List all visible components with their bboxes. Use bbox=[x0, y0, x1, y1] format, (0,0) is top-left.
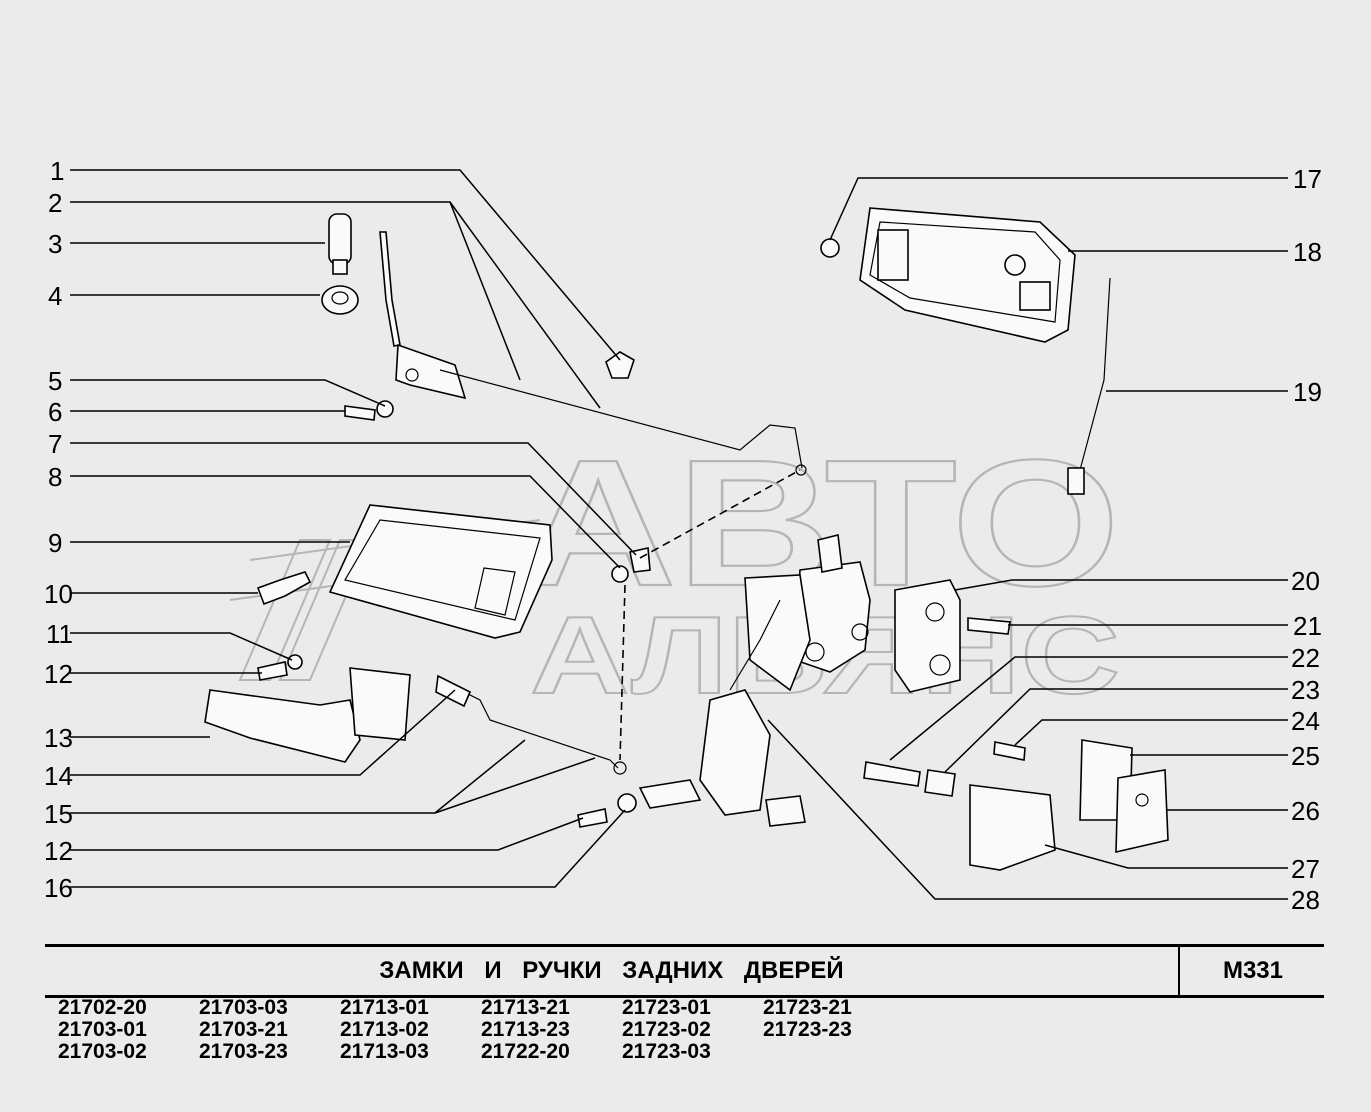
callout-7: 7 bbox=[48, 429, 62, 459]
part-washer-2 bbox=[287, 654, 303, 670]
part-lock-actuator bbox=[638, 599, 806, 827]
callout-11: 11 bbox=[46, 619, 73, 649]
part-rod-end bbox=[795, 464, 807, 476]
callout-5: 5 bbox=[48, 366, 62, 396]
part-bushing bbox=[924, 769, 956, 797]
title-block: ЗАМКИ И РУЧКИ ЗАДНИХ ДВЕРЕЙ М331 bbox=[45, 944, 1324, 998]
part-door-lock bbox=[744, 534, 871, 692]
part-inner-handle-housing bbox=[328, 504, 553, 639]
part-screw-3 bbox=[577, 808, 608, 828]
part-striker-screw bbox=[967, 617, 1011, 635]
callout-3: 3 bbox=[48, 229, 62, 259]
model-code: 21713-23 bbox=[481, 1018, 570, 1041]
part-bolt bbox=[256, 571, 312, 606]
part-striker-pin bbox=[863, 761, 921, 787]
part-screw-4 bbox=[993, 741, 1026, 761]
callout-17: 17 bbox=[1293, 164, 1322, 194]
part-rod-clip bbox=[605, 351, 635, 379]
part-screw-2 bbox=[257, 661, 288, 681]
model-code: 21722-20 bbox=[481, 1040, 570, 1063]
callout-8: 8 bbox=[48, 462, 62, 492]
assembly-line-2 bbox=[619, 584, 626, 761]
part-outer-rod bbox=[1079, 277, 1111, 471]
model-code: 21723-23 bbox=[763, 1018, 852, 1041]
callout-9: 9 bbox=[48, 528, 62, 558]
callout-12: 12 bbox=[44, 659, 73, 689]
model-code: 21703-03 bbox=[199, 996, 288, 1019]
callout-15: 15 bbox=[44, 799, 73, 829]
part-lock-striker bbox=[894, 579, 961, 693]
callout-22: 22 bbox=[1291, 643, 1320, 673]
leader-lines bbox=[70, 169, 1288, 900]
model-code: 21713-03 bbox=[340, 1040, 429, 1063]
model-code: 21713-01 bbox=[340, 996, 429, 1019]
callout-21: 21 bbox=[1293, 611, 1322, 641]
model-list: 21702-20 21703-03 21713-01 21713-21 2172… bbox=[58, 996, 918, 1063]
callout-1: 1 bbox=[50, 156, 64, 186]
part-short-rod-end bbox=[613, 761, 627, 775]
part-plate-hole bbox=[1135, 793, 1149, 807]
callouts-left: 1 2 3 4 5 6 7 8 9 10 11 12 13 14 15 12 1… bbox=[44, 156, 73, 903]
model-code: 21702-20 bbox=[58, 996, 147, 1019]
part-lock-knob bbox=[328, 213, 352, 275]
part-inner-door-handle bbox=[204, 667, 411, 763]
callout-6: 6 bbox=[48, 397, 62, 427]
callout-14: 14 bbox=[44, 761, 73, 791]
callout-12-lower: 12 bbox=[44, 836, 73, 866]
model-code: 21723-03 bbox=[622, 1040, 711, 1063]
part-lock-rod-bracket bbox=[379, 231, 467, 400]
part-adjust-plate-2 bbox=[1115, 769, 1169, 854]
part-outer-door-handle bbox=[820, 207, 1076, 343]
callout-24: 24 bbox=[1291, 706, 1320, 736]
part-screw bbox=[344, 405, 376, 421]
model-code: 21723-21 bbox=[763, 996, 852, 1019]
callout-16: 16 bbox=[44, 873, 73, 903]
part-striker-bracket bbox=[969, 784, 1056, 871]
callout-13: 13 bbox=[44, 723, 73, 753]
callout-19: 19 bbox=[1293, 377, 1322, 407]
callout-27: 27 bbox=[1291, 854, 1320, 884]
callout-10: 10 bbox=[44, 579, 73, 609]
model-code: 21703-21 bbox=[199, 1018, 288, 1041]
model-code: 21703-01 bbox=[58, 1018, 147, 1041]
callout-26: 26 bbox=[1291, 796, 1320, 826]
part-outer-rod-clip bbox=[1067, 467, 1085, 495]
callout-20: 20 bbox=[1291, 566, 1320, 596]
model-code: 21713-02 bbox=[340, 1018, 429, 1041]
part-long-rod bbox=[439, 369, 803, 469]
callout-2: 2 bbox=[48, 188, 62, 218]
model-code: 21723-02 bbox=[622, 1018, 711, 1041]
model-code: 21703-23 bbox=[199, 1040, 288, 1063]
drawing-title: ЗАМКИ И РУЧКИ ЗАДНИХ ДВЕРЕЙ bbox=[379, 957, 844, 984]
part-star-washer bbox=[617, 793, 637, 813]
callouts-right: 17 18 19 20 21 22 23 24 25 26 27 28 bbox=[1291, 164, 1322, 915]
callout-23: 23 bbox=[1291, 675, 1320, 705]
callout-18: 18 bbox=[1293, 237, 1322, 267]
model-code: 21723-01 bbox=[622, 996, 711, 1019]
callout-28: 28 bbox=[1291, 885, 1320, 915]
model-code: 21713-21 bbox=[481, 996, 570, 1019]
assembly-line-1 bbox=[639, 469, 801, 559]
drawing-code: М331 bbox=[1178, 947, 1326, 995]
model-code: 21703-02 bbox=[58, 1040, 147, 1063]
callout-4: 4 bbox=[48, 281, 62, 311]
part-knob-bezel bbox=[321, 285, 359, 315]
callout-25: 25 bbox=[1291, 741, 1320, 771]
part-grommet bbox=[611, 565, 629, 583]
